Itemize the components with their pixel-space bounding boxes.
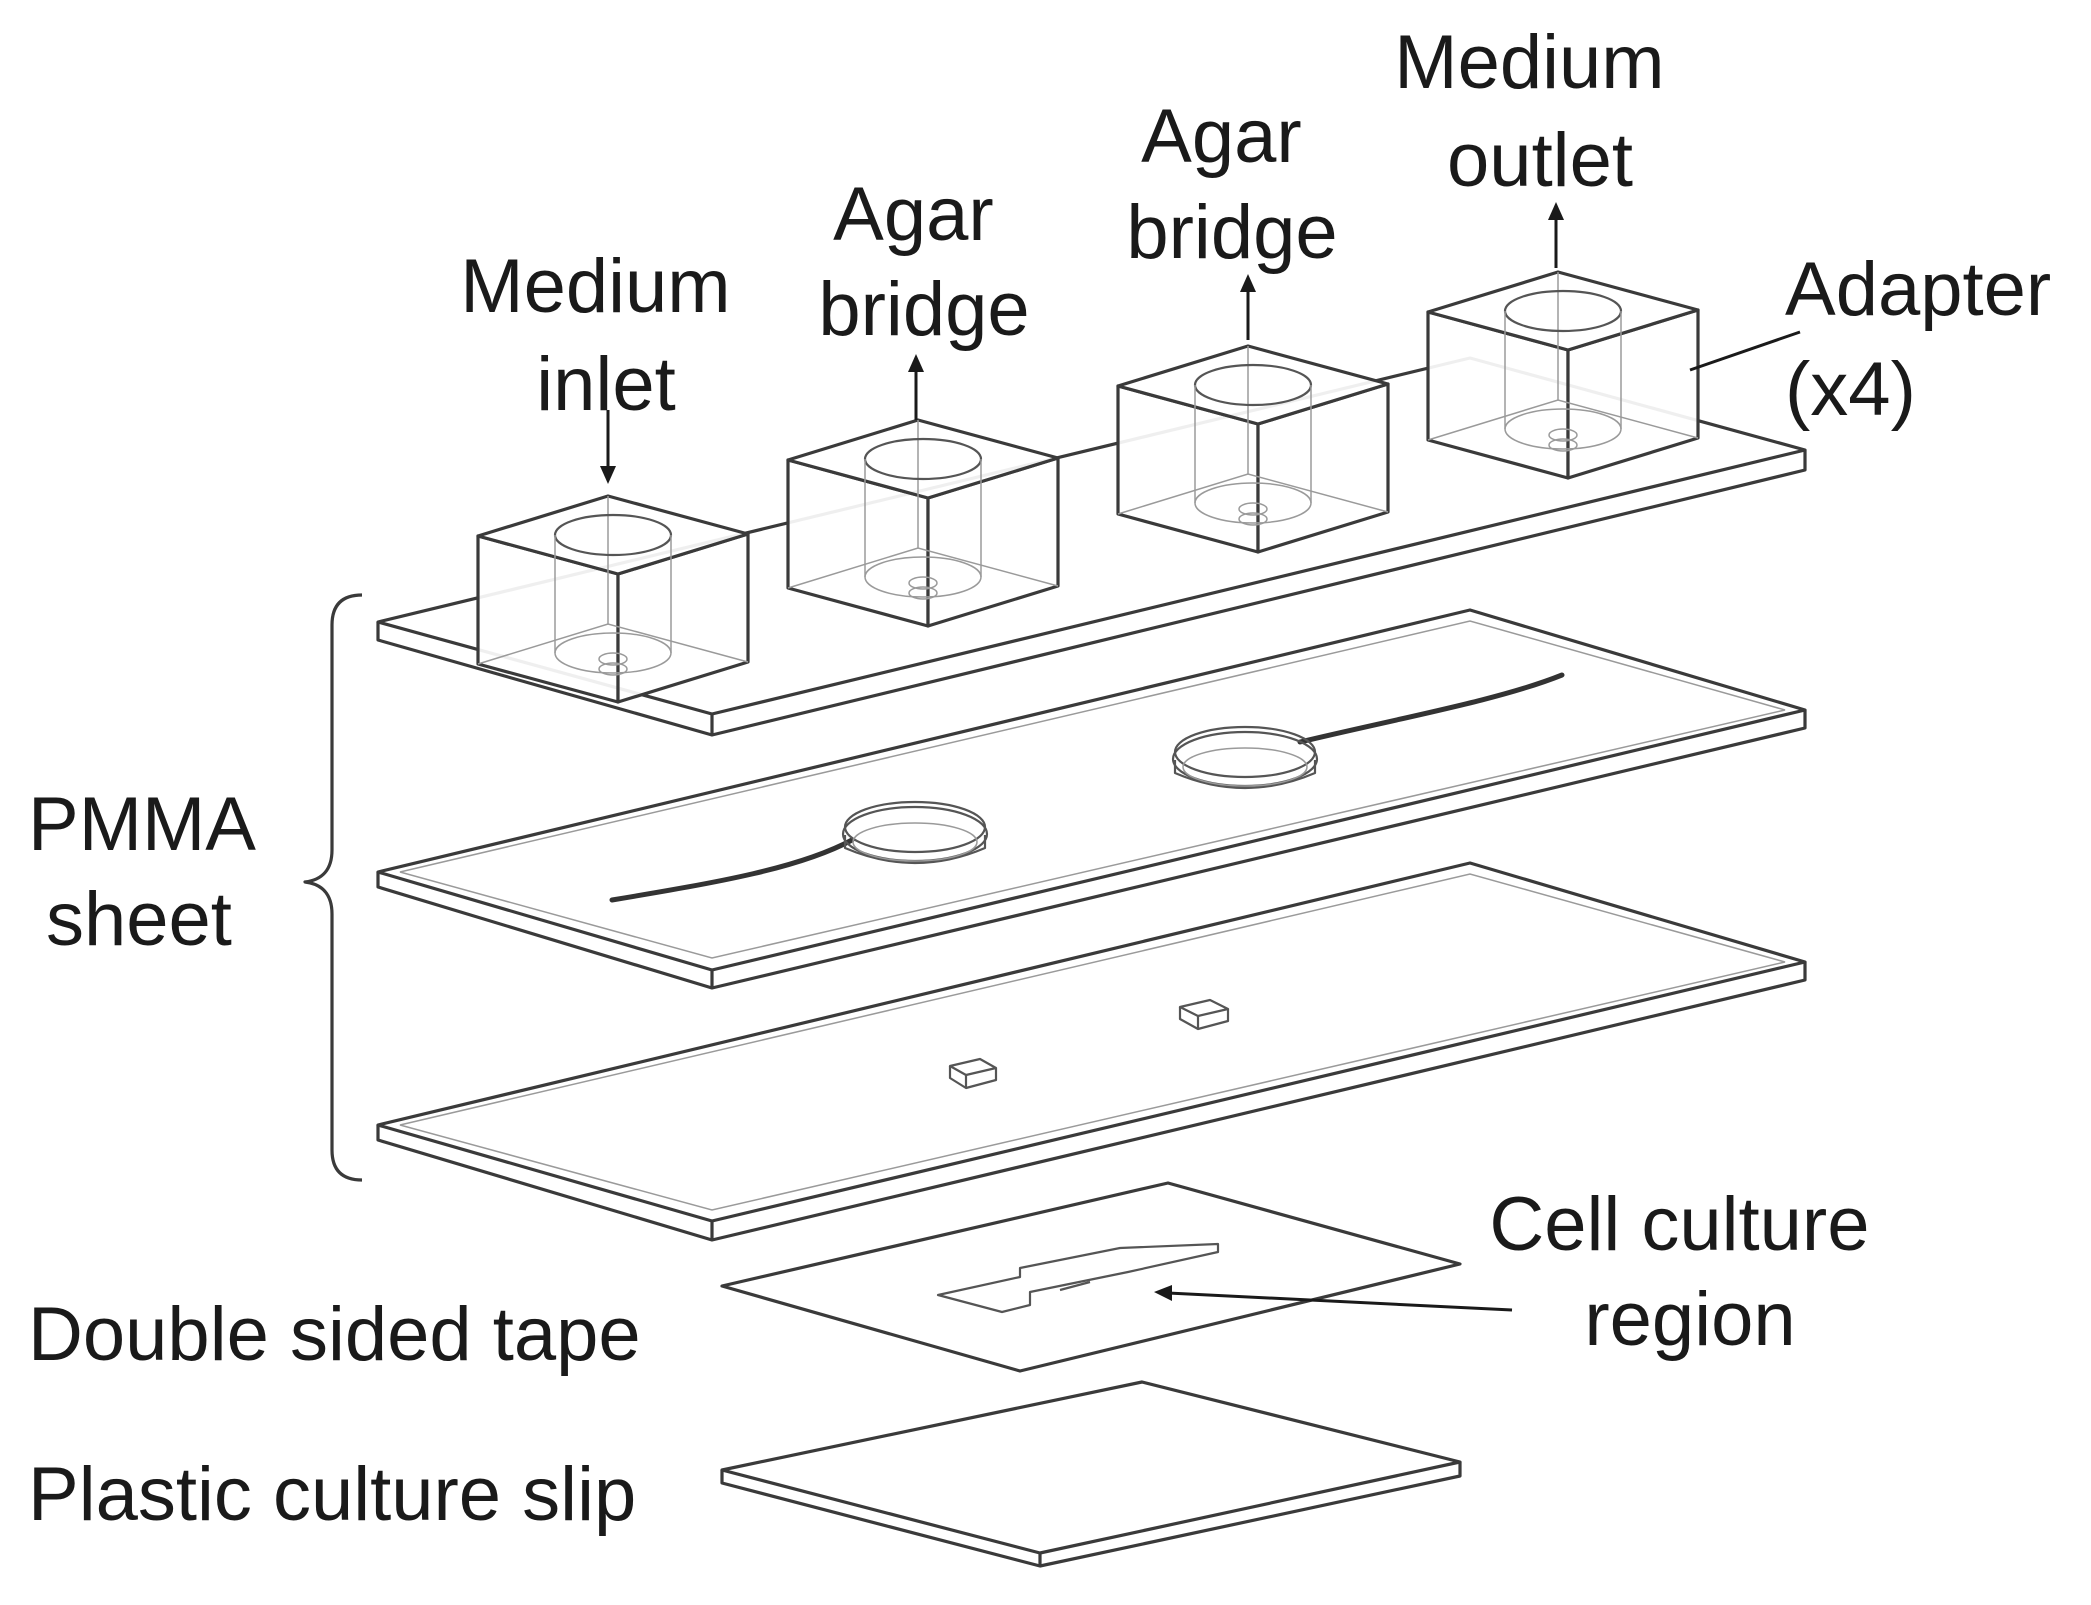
label-medium-inlet: Medium inlet <box>460 244 751 427</box>
adapter-cube-3 <box>1116 344 1390 554</box>
label-cell-culture-region: Cell culture region <box>1489 1182 1890 1362</box>
pmma-brace <box>303 593 363 1182</box>
plastic-culture-slip-layer <box>720 1380 1462 1568</box>
double-sided-tape-layer <box>720 1181 1462 1373</box>
arrow-agar-bridge-1 <box>908 354 924 420</box>
adapter-cube-1 <box>476 494 750 704</box>
label-medium-outlet: Medium outlet <box>1394 20 1685 203</box>
adapters <box>476 270 1700 704</box>
label-pmma-sheet: PMMA sheet <box>28 782 273 962</box>
arrow-agar-bridge-2 <box>1240 274 1256 340</box>
channel-right <box>1297 672 1565 745</box>
adapter-cube-4 <box>1426 270 1700 480</box>
arrow-cell-culture-region <box>1154 1285 1513 1312</box>
arrow-medium-inlet <box>600 410 616 484</box>
label-double-sided-tape: Double sided tape <box>28 1292 641 1377</box>
arrow-medium-outlet <box>1548 202 1564 268</box>
label-agar-bridge-2: Agar bridge <box>1126 94 1337 275</box>
channel-left <box>609 837 855 903</box>
label-agar-bridge-1: Agar bridge <box>818 172 1029 352</box>
pmma-sheet-middle <box>376 608 1807 990</box>
label-plastic-culture-slip: Plastic culture slip <box>28 1452 636 1537</box>
cell-culture-region-outline <box>936 1242 1220 1314</box>
label-adapter: Adapter (x4) <box>1785 247 2072 432</box>
pmma-sheet-bottom <box>376 861 1807 1242</box>
leader-adapter <box>1689 330 1801 372</box>
adapter-cube-2 <box>786 418 1060 628</box>
